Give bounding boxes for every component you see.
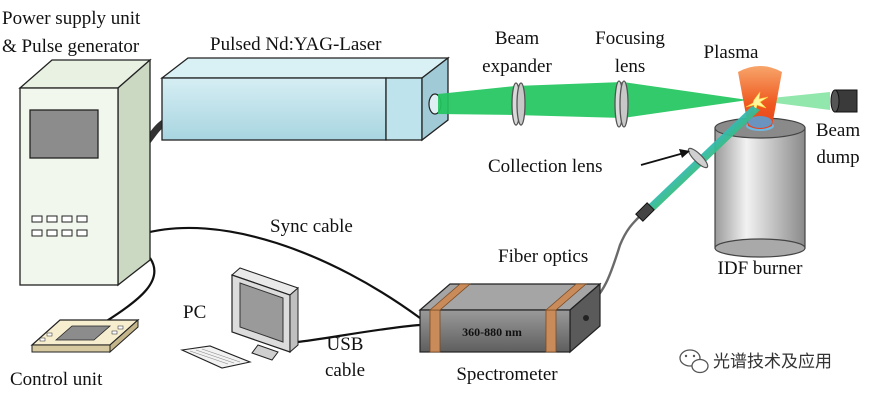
focusing-lens bbox=[614, 80, 629, 128]
pc-screen bbox=[239, 282, 284, 343]
spectrometer-range-label: 360-880 nm bbox=[462, 325, 522, 339]
labels: Power supply unit & Pulse generator Puls… bbox=[2, 8, 860, 390]
collection-lens-label: Collection lens bbox=[488, 156, 603, 177]
usb-cable bbox=[296, 323, 421, 344]
spectrometer-straps bbox=[428, 283, 588, 353]
power-supply-label-line1: Power supply unit bbox=[2, 8, 141, 29]
beam-expander-label-line2: expander bbox=[482, 56, 552, 77]
power-supply-buttons bbox=[31, 215, 88, 237]
pc-keyboard bbox=[180, 345, 252, 369]
usb-cable-label-line1: USB bbox=[327, 334, 364, 355]
beam-expander-label-line1: Beam bbox=[495, 28, 540, 49]
wechat-icon bbox=[679, 349, 709, 374]
collection-lens bbox=[687, 147, 709, 169]
usb-cable-label-line2: cable bbox=[325, 360, 365, 381]
control-unit bbox=[30, 318, 140, 354]
pc bbox=[180, 267, 299, 369]
laser bbox=[160, 56, 450, 142]
fiber-optics-label: Fiber optics bbox=[498, 246, 588, 267]
beam-dump bbox=[830, 89, 858, 113]
power-supply-screen bbox=[29, 109, 99, 159]
watermark: 光谱技术及应用 bbox=[679, 349, 832, 374]
beam-expander-lens bbox=[511, 82, 526, 126]
pc-label: PC bbox=[183, 302, 206, 323]
plasma-spark bbox=[745, 91, 769, 114]
collection-lens-arrow bbox=[640, 149, 690, 166]
plasma-label: Plasma bbox=[704, 42, 759, 63]
fiber-head bbox=[635, 202, 655, 222]
sync-cable bbox=[141, 226, 421, 319]
beam-dump-label-line1: Beam bbox=[816, 120, 861, 141]
control-unit-screen bbox=[54, 325, 112, 341]
focusing-lens-label-line1: Focusing bbox=[595, 28, 665, 49]
watermark-text: 光谱技术及应用 bbox=[713, 352, 832, 372]
beam-dump-label-line2: dump bbox=[816, 147, 859, 168]
focusing-lens-label-line2: lens bbox=[615, 56, 646, 77]
power-supply-label-line2: & Pulse generator bbox=[2, 36, 140, 57]
idf-burner-label: IDF burner bbox=[718, 258, 804, 279]
spectrometer-label: Spectrometer bbox=[456, 364, 558, 385]
sync-cable-label: Sync cable bbox=[270, 216, 353, 237]
power-supply-unit bbox=[18, 58, 152, 287]
control-unit-label: Control unit bbox=[10, 369, 103, 390]
laser-label: Pulsed Nd:YAG-Laser bbox=[210, 34, 382, 55]
control-unit-cable bbox=[104, 257, 156, 323]
spectrometer bbox=[418, 282, 602, 354]
